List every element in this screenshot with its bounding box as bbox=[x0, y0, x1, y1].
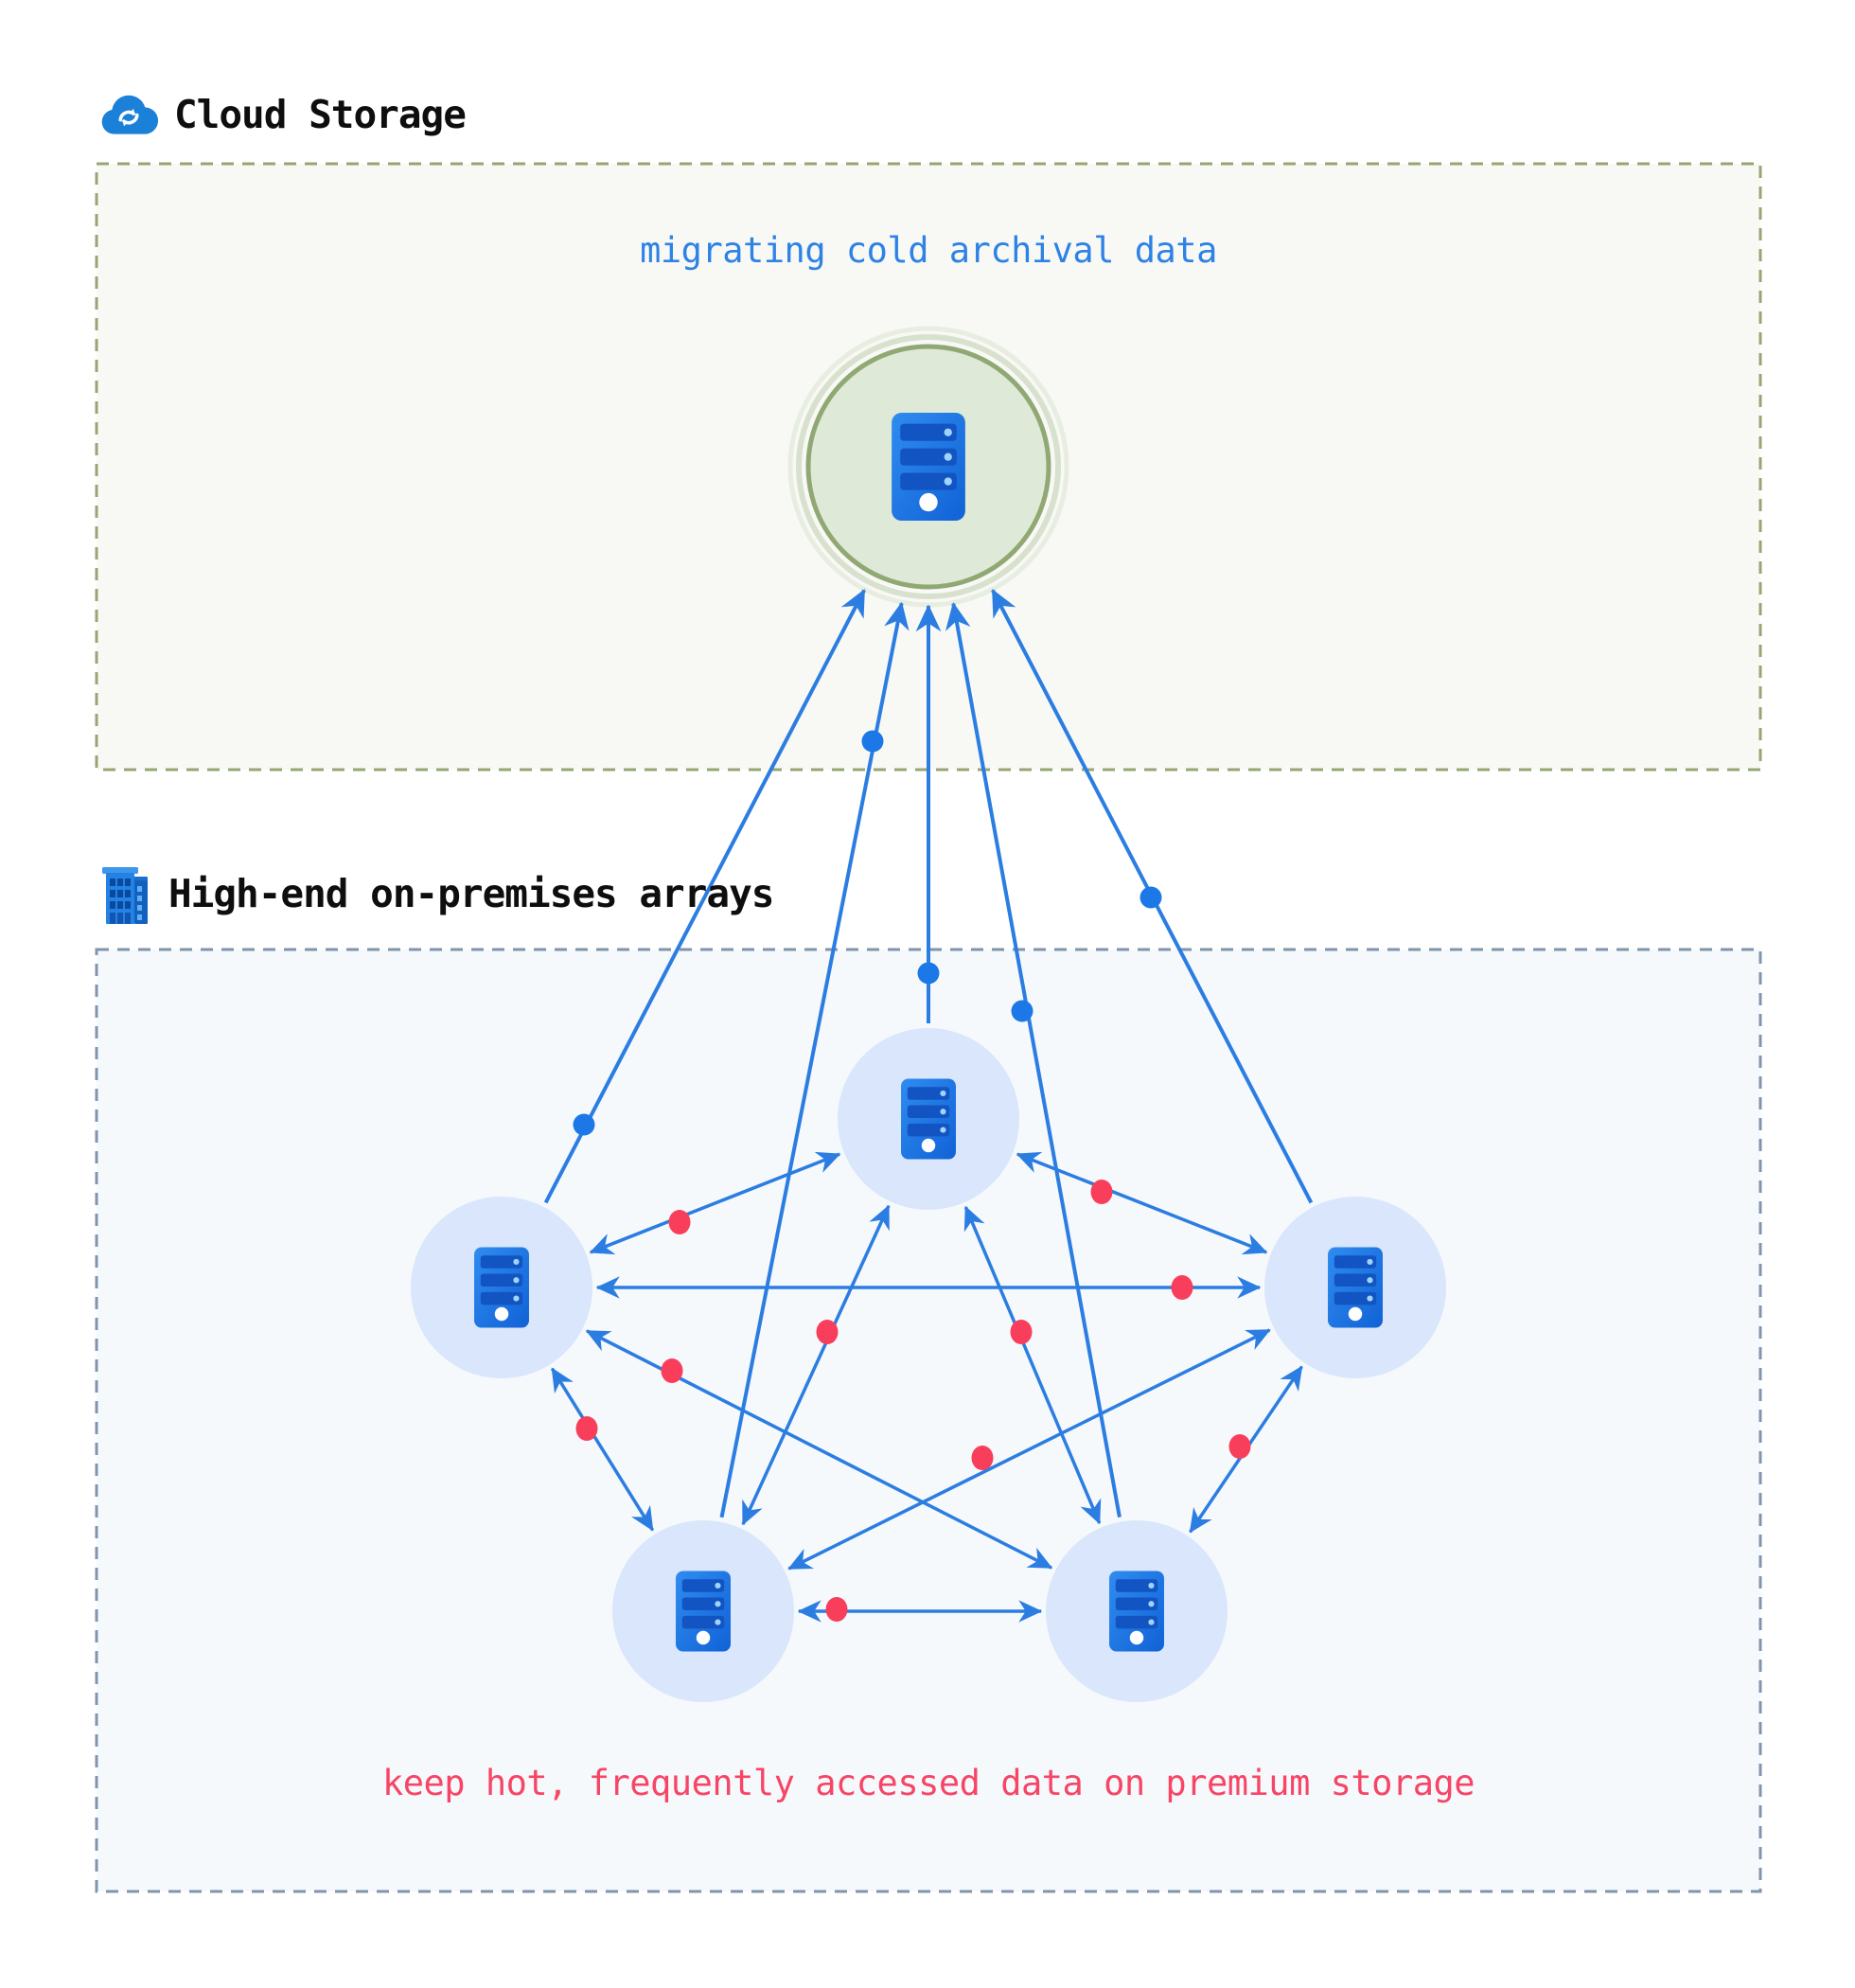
onprem-hot-data-caption: keep hot, frequently accessed data on pr… bbox=[381, 1763, 1475, 1803]
migration-edge-bottom-left-to-cloud bbox=[719, 601, 910, 1518]
node-bottom-left bbox=[612, 1520, 794, 1702]
hot-data-packet-dot bbox=[661, 1358, 683, 1383]
hot-data-packet-dot bbox=[1090, 1180, 1113, 1204]
array-node-circle bbox=[1264, 1197, 1446, 1378]
cloud-migration-caption: migrating cold archival data bbox=[640, 230, 1217, 271]
node-left bbox=[411, 1197, 592, 1378]
cloud-sync-icon bbox=[97, 91, 159, 138]
hot-data-packet-dot bbox=[1010, 1320, 1033, 1344]
hot-data-packet-dot bbox=[816, 1320, 839, 1344]
mesh-edge-right-bottom-left bbox=[787, 1328, 1271, 1571]
cold-data-packet-dot bbox=[917, 962, 940, 985]
node-cloud bbox=[787, 326, 1069, 608]
mesh-edge-left-bottom-left bbox=[550, 1367, 655, 1532]
array-node-circle bbox=[838, 1028, 1019, 1210]
hot-data-packet-dot bbox=[971, 1446, 994, 1470]
hot-data-packet-dot bbox=[575, 1416, 598, 1441]
mesh-edge-top-bottom-right bbox=[963, 1205, 1102, 1525]
hot-data-packet-dot bbox=[825, 1597, 848, 1622]
migration-edge-bottom-right-to-cloud bbox=[945, 602, 1122, 1518]
server-icon bbox=[474, 1247, 529, 1328]
cold-data-packet-dot bbox=[573, 1113, 595, 1136]
server-icon bbox=[1328, 1247, 1383, 1328]
array-node-circle bbox=[612, 1520, 794, 1702]
onprem-title: High-end on-premises arrays bbox=[168, 871, 774, 916]
mesh-edge-top-bottom-left bbox=[741, 1204, 891, 1526]
cold-data-packet-dot bbox=[1011, 1000, 1034, 1022]
hot-data-packet-dot bbox=[1171, 1275, 1193, 1300]
server-icon bbox=[892, 413, 965, 521]
node-top bbox=[838, 1028, 1019, 1210]
hot-data-packet-dot bbox=[668, 1210, 691, 1234]
mesh-edge-top-right bbox=[1016, 1151, 1268, 1255]
cold-data-packet-dot bbox=[861, 730, 884, 753]
array-node-circle bbox=[411, 1197, 592, 1378]
office-building-icon bbox=[98, 863, 153, 924]
hot-data-packet-dot bbox=[1228, 1434, 1251, 1459]
node-bottom-right bbox=[1046, 1520, 1228, 1702]
server-icon bbox=[901, 1078, 956, 1160]
migration-edge-right-to-cloud bbox=[991, 588, 1314, 1204]
array-node-circle bbox=[1046, 1520, 1228, 1702]
mesh-edge-right-bottom-right bbox=[1189, 1365, 1303, 1534]
cloud-storage-circle bbox=[805, 344, 1051, 590]
server-icon bbox=[1109, 1571, 1164, 1652]
cloud-storage-title: Cloud Storage bbox=[174, 92, 467, 137]
cloud-storage-header: Cloud Storage bbox=[97, 91, 467, 138]
cold-data-packet-dot bbox=[1140, 886, 1162, 909]
server-icon bbox=[676, 1571, 731, 1652]
onprem-header: High-end on-premises arrays bbox=[98, 863, 774, 924]
onprem-box bbox=[95, 948, 1762, 1893]
mesh-edge-top-left bbox=[589, 1151, 841, 1255]
mesh-edge-left-bottom-right bbox=[585, 1329, 1053, 1570]
node-right bbox=[1264, 1197, 1446, 1378]
